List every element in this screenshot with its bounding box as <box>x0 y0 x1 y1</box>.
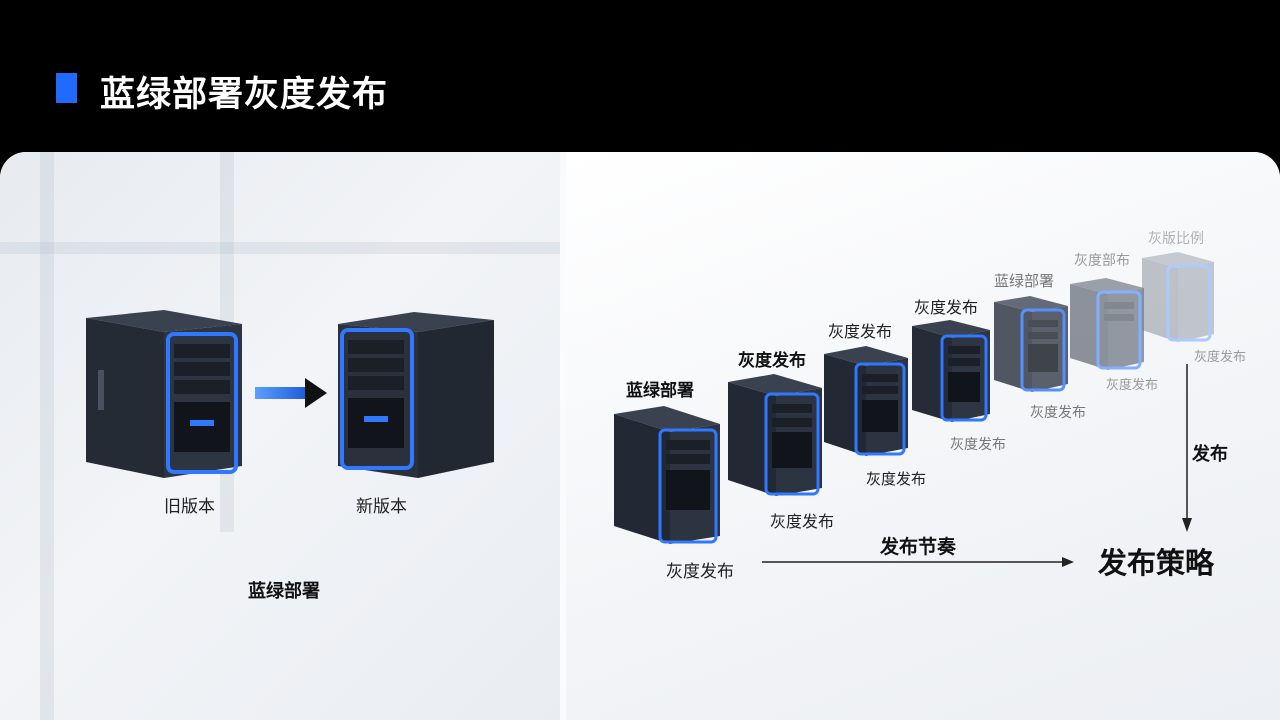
server-image <box>994 296 1068 394</box>
server-image <box>614 406 720 546</box>
server-label-top: 蓝绿部署 <box>994 272 1055 290</box>
window-shadow <box>0 242 560 254</box>
server-label-top: 灰度发布 <box>828 322 893 341</box>
server-label-bottom: 灰度发布 <box>866 470 927 488</box>
server-label-top: 灰度发布 <box>914 298 979 317</box>
old-version-label: 旧版本 <box>164 497 215 517</box>
new-version-label: 新版本 <box>356 497 407 517</box>
new-version-server-image <box>338 312 494 480</box>
release-label: 发布 <box>1192 444 1228 465</box>
server-label-bottom: 灰度发布 <box>666 562 734 582</box>
server-image <box>728 374 822 498</box>
old-version-server-image <box>86 310 242 480</box>
server-label-top: 灰版比例 <box>1148 231 1204 247</box>
gray-release-panel: 蓝绿部署 灰度发布 灰度发布 灰度发布 灰度发布 灰度发布 灰度发布 灰度发布 … <box>566 152 1280 720</box>
server-label-top: 灰度发布 <box>738 351 806 371</box>
server-label-bottom: 灰度发布 <box>770 512 835 531</box>
server-image <box>912 320 990 424</box>
header-bar: 蓝绿部署灰度发布 <box>0 0 1280 152</box>
strategy-label: 发布策略 <box>1098 546 1215 580</box>
title-accent-bar <box>56 73 77 103</box>
server-label-bottom: 灰度发布 <box>1106 378 1159 393</box>
page-title: 蓝绿部署灰度发布 <box>100 75 389 115</box>
rhythm-arrow-icon <box>762 554 1074 570</box>
window-shadow <box>40 152 54 720</box>
server-label-bottom: 灰度发布 <box>1194 350 1247 365</box>
blue-green-panel: 旧版本 新版本 蓝绿部署 <box>0 152 560 720</box>
server-label-top: 灰度部布 <box>1074 253 1130 269</box>
arrow-icon <box>255 376 327 410</box>
rhythm-label: 发布节奏 <box>880 536 957 558</box>
server-label-bottom: 灰度发布 <box>950 437 1006 453</box>
panel-divider <box>560 152 566 720</box>
release-arrow-icon <box>1179 364 1195 532</box>
content-card: 旧版本 新版本 蓝绿部署 <box>0 152 1280 720</box>
server-label-top: 蓝绿部署 <box>626 381 694 401</box>
server-image <box>824 346 908 458</box>
server-label-bottom: 灰度发布 <box>1030 405 1086 421</box>
server-image <box>1070 278 1144 372</box>
server-image <box>1142 252 1214 344</box>
blue-green-caption: 蓝绿部署 <box>248 581 320 602</box>
